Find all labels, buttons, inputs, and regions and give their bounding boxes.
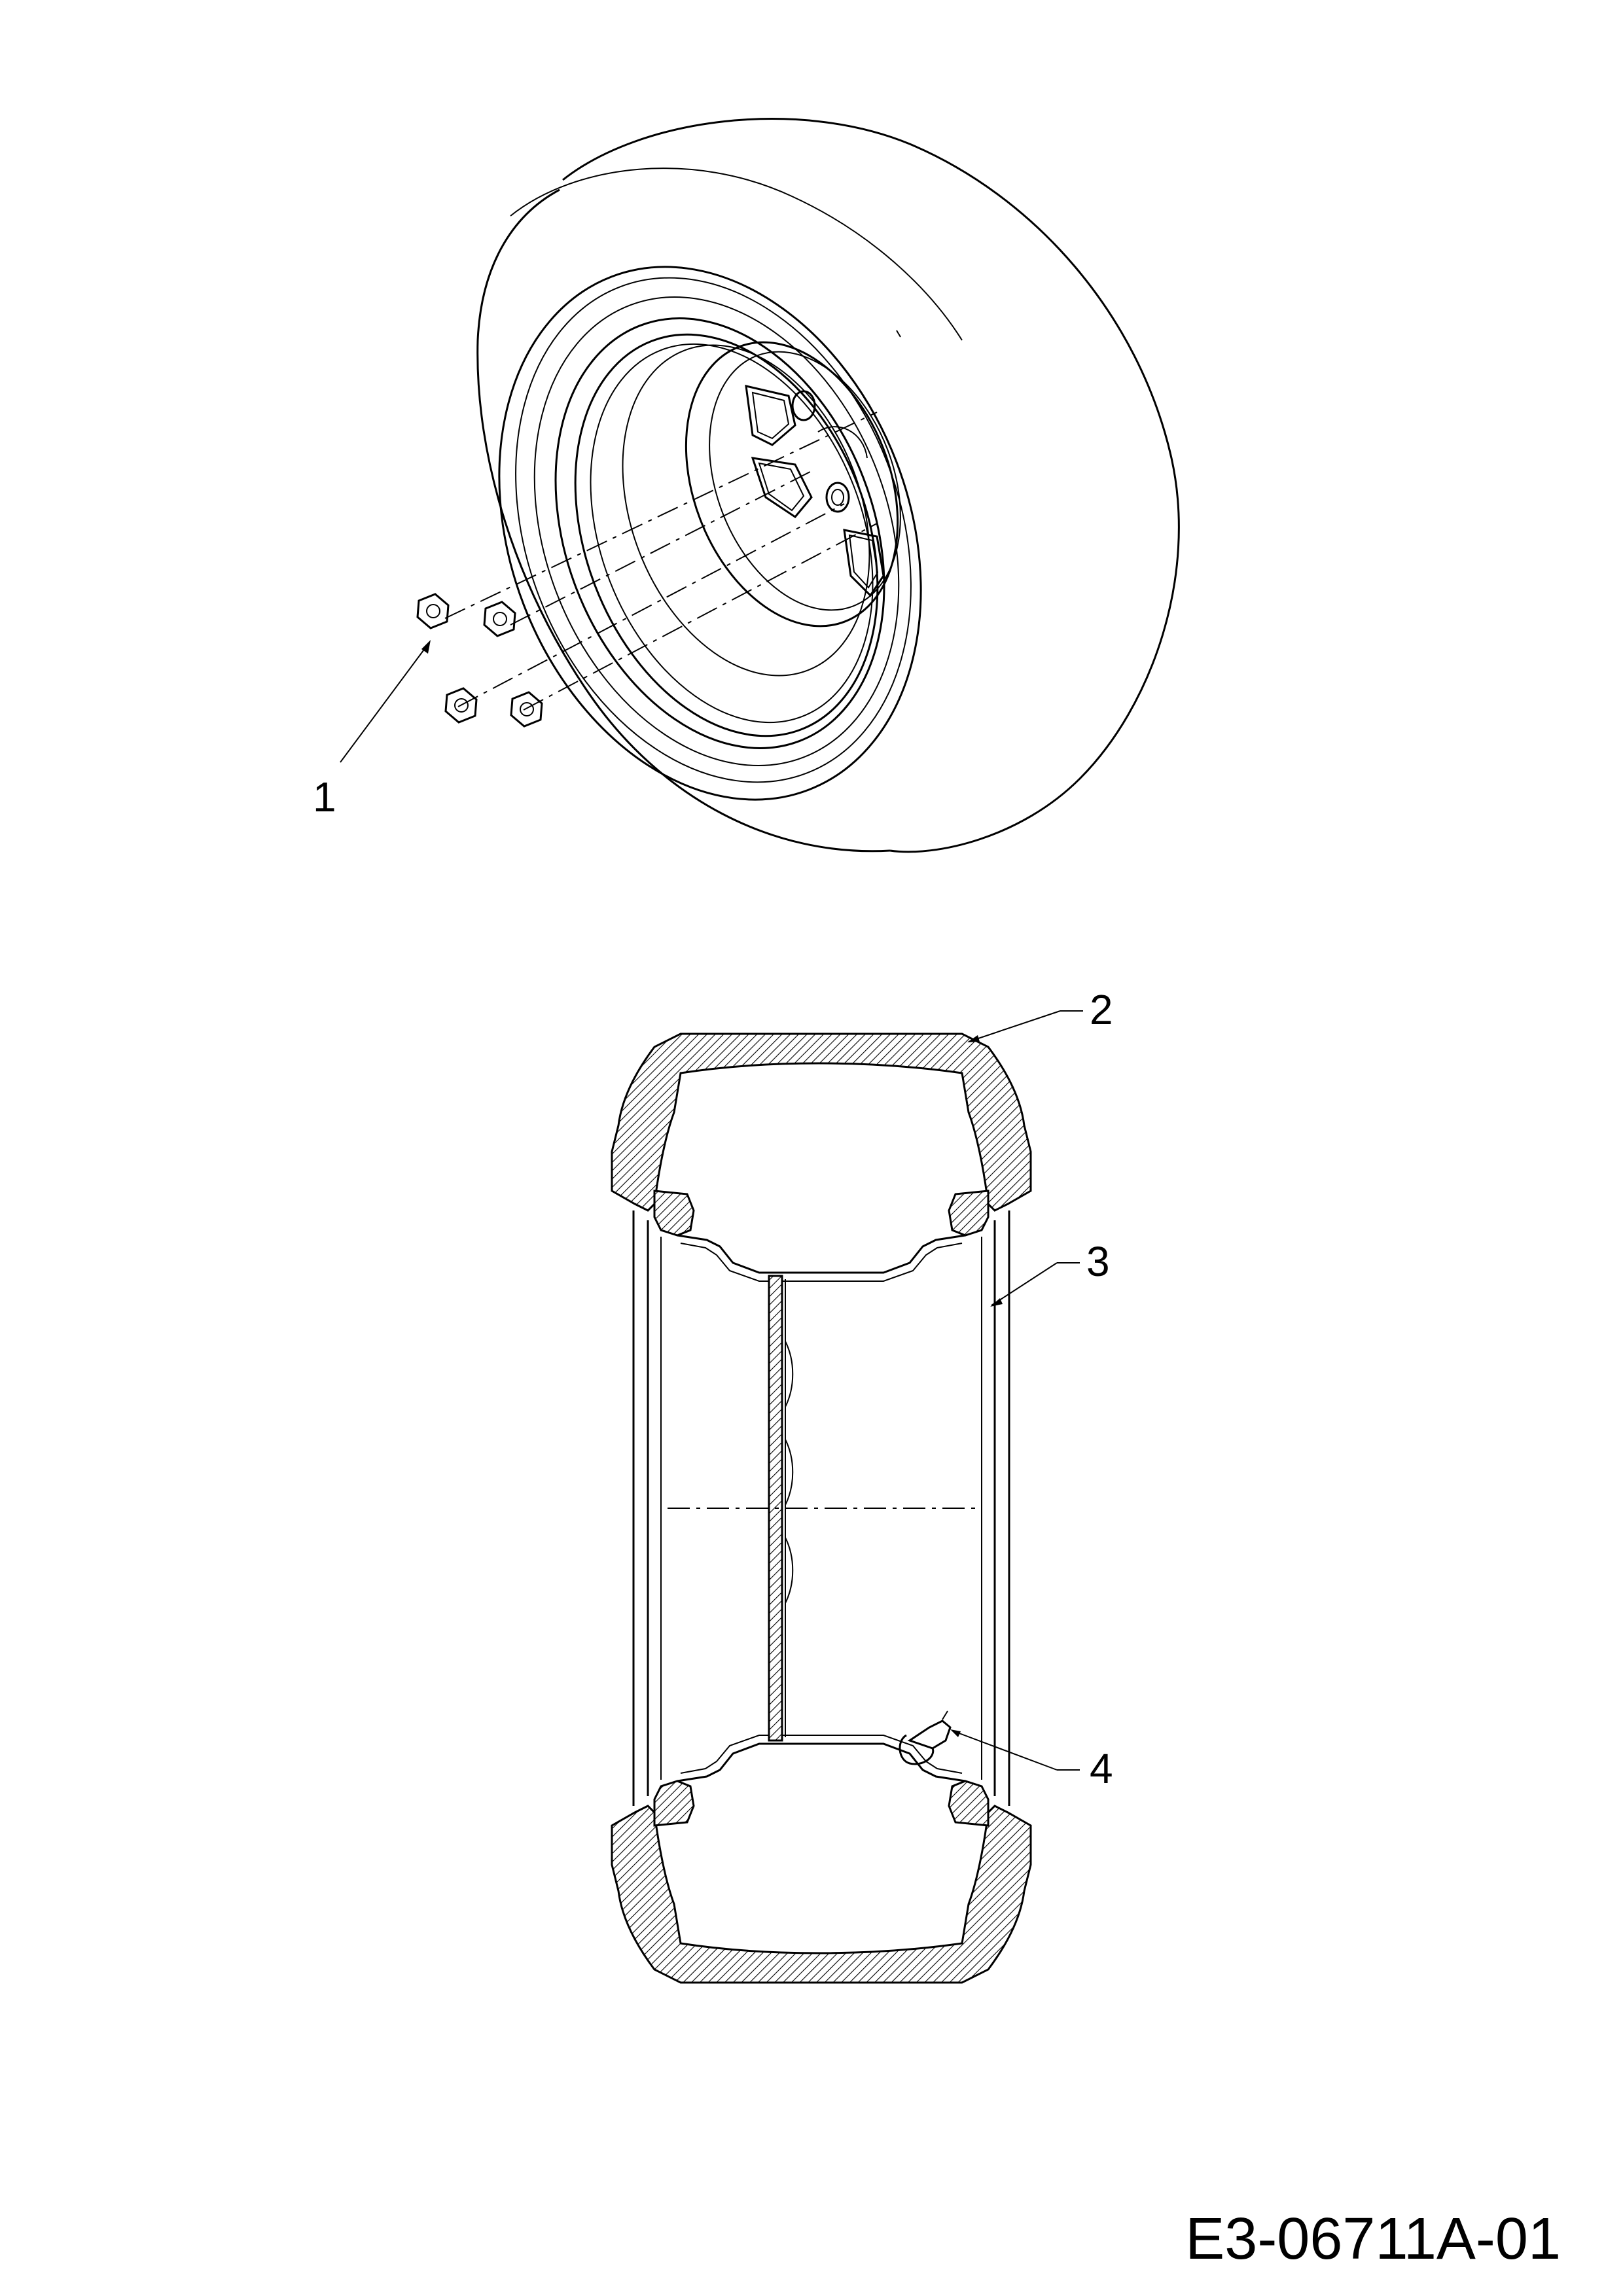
tire-section-lower <box>611 1805 1032 1984</box>
callout-2-label: 2 <box>1090 986 1113 1033</box>
lug-nut <box>483 601 516 637</box>
callout-3-label: 3 <box>1086 1238 1110 1285</box>
rim-face <box>574 333 901 737</box>
tire-mark <box>896 330 901 338</box>
bead-upper-left <box>653 1190 695 1237</box>
callout-4: 4 <box>950 1729 1113 1792</box>
lug-nut <box>510 691 543 728</box>
stud-hole <box>791 390 816 421</box>
lug-nut <box>416 593 450 629</box>
bead-lower-left <box>653 1780 695 1827</box>
rim-flange-right <box>981 1210 1010 1806</box>
assembly-center-lines <box>444 412 878 711</box>
stud-hole <box>825 482 850 513</box>
callout-2: 2 <box>967 986 1113 1042</box>
drawing-number: E3-06711A-01 <box>1185 2206 1561 2272</box>
bead-upper-right <box>948 1190 990 1237</box>
rim-well-upper <box>677 1234 966 1274</box>
hub-cutouts <box>745 385 885 597</box>
callout-1-label: 1 <box>313 773 336 821</box>
bead-lower-right <box>948 1780 990 1827</box>
callout-4-label: 4 <box>1090 1745 1113 1792</box>
lug-nut <box>444 687 478 724</box>
wheel-center-disc <box>768 1275 794 1742</box>
rim-well-lower <box>677 1742 966 1782</box>
rim-flange-left <box>632 1210 662 1806</box>
valve-stem <box>899 1710 952 1765</box>
callout-3: 3 <box>990 1238 1110 1307</box>
tire-section-upper <box>611 1033 1032 1212</box>
wheel-cross-section <box>611 1033 1032 1984</box>
tire-tread <box>476 118 1180 853</box>
wheel-assembly-perspective <box>416 118 1180 853</box>
callout-1: 1 <box>313 640 431 821</box>
tire-sidewall <box>498 266 922 801</box>
